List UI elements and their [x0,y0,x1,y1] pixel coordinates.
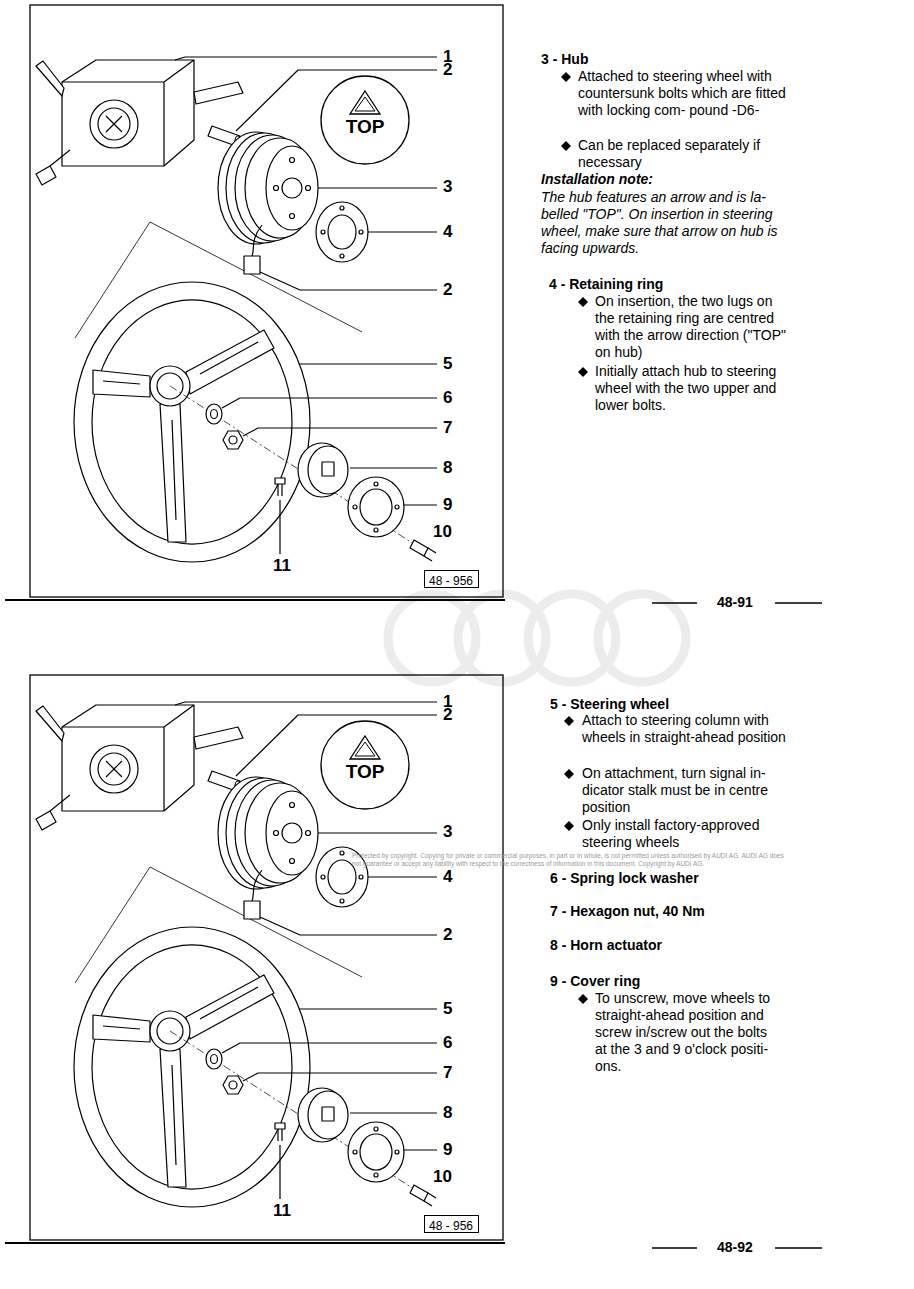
page-number: 48-92 [717,1239,753,1256]
item-heading: 5 - Steering wheel [550,696,669,713]
drawing-part [528,594,616,682]
callout-number: 10 [433,523,452,541]
callout-number: 11 [273,1202,291,1220]
page-number: 48-91 [717,594,753,611]
top-marking-circle: TOP [320,75,410,165]
callout-number: 2 [443,281,452,299]
page-number-rules [652,603,822,1248]
callout-number: 2 [443,61,452,79]
item-note: On insertion, the two lugs on the retain… [595,293,795,361]
drawing-part [578,367,588,377]
callout-number: 3 [443,823,452,841]
callout-number: 7 [443,419,452,437]
figure-number-box: 48 - 956 [424,1215,479,1233]
drawing-part [578,297,588,307]
drawing-part [30,675,503,1240]
item-note: Attach to steering column with wheels in… [582,712,797,746]
callout-number: 5 [443,1000,452,1018]
callout-number: 6 [443,389,452,407]
drawing-part [564,769,574,779]
callout-number: 6 [443,1034,452,1052]
figure-number-box: 48 - 956 [424,570,479,588]
steering-wheel-exploded-view [36,702,437,1207]
callout-number: 2 [443,706,452,724]
item-heading: 6 - Spring lock washer [550,870,699,887]
figure-number: 48 - 956 [425,573,477,589]
item-heading: 4 - Retaining ring [549,276,663,293]
drawing-part [598,594,686,682]
item-note: Attached to steering wheel with counters… [578,68,796,119]
item-note: To unscrew, move wheels to straight-ahea… [595,990,780,1075]
frames [5,5,505,1243]
drawing-part [564,821,574,831]
callout-number: 8 [443,459,452,477]
item-heading: 7 - Hexagon nut, 40 Nm [550,903,705,920]
callout-number: 4 [443,868,452,886]
drawing-part [30,5,503,597]
callout-number: 10 [433,1168,452,1186]
callout-number: 7 [443,1064,452,1082]
marking-text: TOP [320,762,410,782]
marking-text: TOP [320,117,410,137]
item-note: On attachment, turn signal in- dicator s… [582,765,797,816]
callout-number: 5 [443,355,452,373]
note-heading: Installation note: [541,171,653,188]
callout-number: 8 [443,1104,452,1122]
callout-number: 9 [443,1141,452,1159]
callout-number: 9 [443,496,452,514]
item-heading: 9 - Cover ring [550,973,640,990]
drawing-part [5,599,505,601]
drawing-part [458,594,546,682]
drawing-part [561,141,571,151]
installation-note: The hub features an arrow and is la- bel… [541,189,803,257]
top-marking-circle: TOP [320,720,410,810]
callout-number: 4 [443,223,452,241]
watermark-rings [388,594,686,682]
item-note: Can be replaced separately if necessary [578,137,796,171]
copyright-watermark: Protected by copyright. Copying for priv… [352,852,792,868]
drawing-part [388,594,476,682]
drawing-part [5,1242,505,1244]
drawing-part [561,72,571,82]
item-heading: 8 - Horn actuator [550,937,662,954]
item-note: Only install factory-approved steering w… [582,817,797,851]
figure-number: 48 - 956 [425,1218,477,1234]
callout-number: 3 [443,178,452,196]
callout-number: 11 [273,557,291,575]
item-heading: 3 - Hub [541,51,588,68]
drawing-part [578,994,588,1004]
item-note: Initially attach hub to steering wheel w… [595,363,807,414]
steering-wheel-exploded-view [36,57,437,562]
callout-number: 2 [443,926,452,944]
drawing-part [564,716,574,726]
